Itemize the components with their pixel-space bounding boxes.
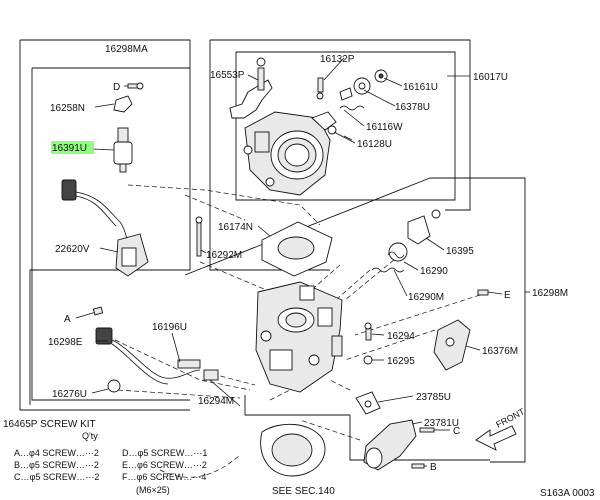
carburetor-body bbox=[195, 209, 489, 477]
label-16258n: 16258N bbox=[50, 103, 85, 114]
label-16196u: 16196U bbox=[152, 322, 187, 333]
screw-kit-title: 16465P SCREW KIT bbox=[3, 419, 96, 430]
label-16395: 16395 bbox=[446, 246, 474, 257]
label-16132p: 16132P bbox=[320, 54, 355, 65]
label-16298e: 16298E bbox=[48, 337, 83, 348]
label-16553p: 16553P bbox=[210, 70, 245, 81]
screw-kit-qty-header: Q'ty bbox=[82, 431, 98, 441]
label-16294: 16294 bbox=[387, 331, 415, 342]
screw-kit-item-c: C…φ5 SCREW…⋯2 bbox=[14, 472, 99, 482]
label-23785u: 23785U bbox=[416, 392, 451, 403]
screw-kit-note: (M6×25) bbox=[136, 485, 170, 495]
label-16391u: 16391U bbox=[52, 143, 87, 154]
frame-lines bbox=[19, 39, 530, 463]
label-16128u: 16128U bbox=[357, 139, 392, 150]
label-16174n: 16174N bbox=[218, 222, 253, 233]
screw-kit-legend: 16465P SCREW KIT Q'ty A…φ4 SCREW…⋯2 B…φ5… bbox=[3, 419, 207, 495]
label-16161u: 16161U bbox=[403, 82, 438, 93]
diagram-code: S163A 0003 bbox=[540, 488, 595, 499]
label-16298m: 16298M bbox=[532, 288, 568, 299]
screw-kit-item-f: F…φ6 SCREW…⋯4 bbox=[122, 472, 206, 482]
label-16294m: 16294M bbox=[198, 396, 234, 407]
label-22620v: 22620V bbox=[55, 244, 90, 255]
label-16276u: 16276U bbox=[52, 389, 87, 400]
label-16116w: 16116W bbox=[366, 122, 403, 133]
label-16295: 16295 bbox=[387, 356, 415, 367]
front-direction-indicator: FRONT bbox=[475, 406, 527, 451]
label-highlight bbox=[51, 141, 94, 154]
leader-lines bbox=[91, 57, 503, 467]
label-16017u: 16017U bbox=[473, 72, 508, 83]
label-16290: 16290 bbox=[420, 266, 448, 277]
screw-kit-item-e: E…φ6 SCREW…⋯2 bbox=[122, 460, 207, 470]
screw-kit-item-d: D…φ5 SCREW…⋯1 bbox=[122, 448, 207, 458]
left-column-parts bbox=[61, 82, 219, 393]
screw-kit-item-a: A…φ4 SCREW…⋯2 bbox=[14, 448, 99, 458]
label-e: E bbox=[504, 290, 511, 301]
label-c: C bbox=[453, 426, 460, 437]
label-16290m: 16290M bbox=[408, 292, 444, 303]
label-23781u: 23781U bbox=[424, 418, 459, 429]
part-labels: 16298MA 16553P 16132P 16161U 16017U 1637… bbox=[48, 44, 568, 473]
label-16298ma: 16298MA bbox=[105, 44, 148, 55]
label-16376m: 16376M bbox=[482, 346, 518, 357]
label-a: A bbox=[64, 314, 71, 325]
see-section-label: SEE SEC.140 bbox=[272, 486, 335, 497]
throttle-body-assembly bbox=[229, 57, 388, 196]
label-16292m: 16292M bbox=[206, 250, 242, 261]
label-b: B bbox=[430, 462, 437, 473]
screw-kit-item-b: B…φ5 SCREW…⋯2 bbox=[14, 460, 99, 470]
label-16378u: 16378U bbox=[395, 102, 430, 113]
label-d: D bbox=[113, 82, 120, 93]
